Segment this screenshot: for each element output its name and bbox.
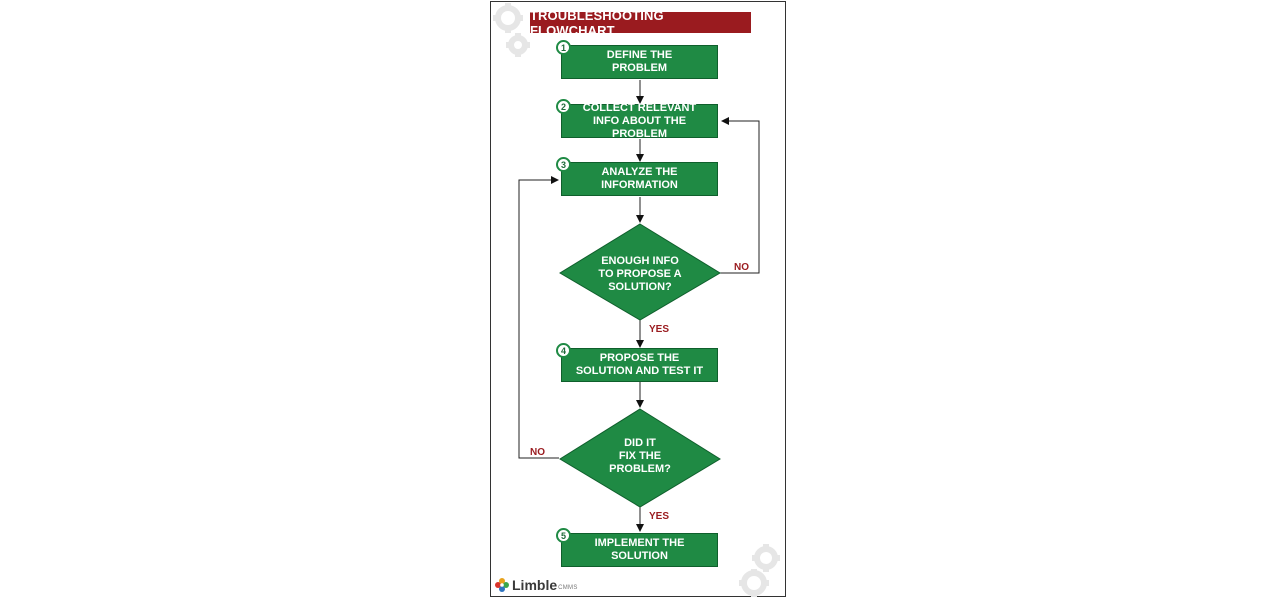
arrow-decision-2-no-loop: [518, 176, 559, 459]
decision-enough-info-text: ENOUGH INFO TO PROPOSE A SOLUTION?: [598, 255, 682, 293]
decision-2-yes-label: YES: [649, 511, 670, 522]
decision-1-no-label: NO: [734, 262, 749, 273]
step-number-badge: 2: [556, 99, 571, 114]
step-number-badge: 5: [556, 528, 571, 543]
flowchart-title: TROUBLESHOOTING FLOWCHART: [530, 8, 751, 38]
limble-flower-icon: [495, 578, 509, 592]
decision-1-yes-label: YES: [649, 324, 670, 335]
step-number-badge: 3: [556, 157, 571, 172]
logo-subtext: CMMS: [558, 584, 578, 591]
step-number-badge: 4: [556, 343, 571, 358]
step-implement-solution: IMPLEMENT THE SOLUTION: [561, 533, 718, 567]
step-analyze-information: ANALYZE THE INFORMATION: [561, 162, 718, 196]
arrow-decision-1-no-loop: [719, 117, 760, 274]
decision-2-no-label: NO: [530, 447, 545, 458]
logo-wordmark: Limble: [512, 577, 558, 593]
gear-icon: [739, 544, 780, 597]
step-define-problem: DEFINE THE PROBLEM: [561, 45, 718, 79]
step-collect-info: COLLECT RELEVANT INFO ABOUT THE PROBLEM: [561, 102, 718, 140]
step-number-badge: 1: [556, 40, 571, 55]
limble-logo: Limble CMMS: [495, 577, 578, 593]
decision-diamond-2: [559, 408, 721, 508]
gear-icon: [493, 3, 530, 57]
step-propose-solution: PROPOSE THE SOLUTION AND TEST IT: [561, 348, 718, 382]
decision-fix-problem-text: DID IT FIX THE PROBLEM?: [609, 437, 671, 475]
decision-diamond-1: [559, 223, 721, 321]
